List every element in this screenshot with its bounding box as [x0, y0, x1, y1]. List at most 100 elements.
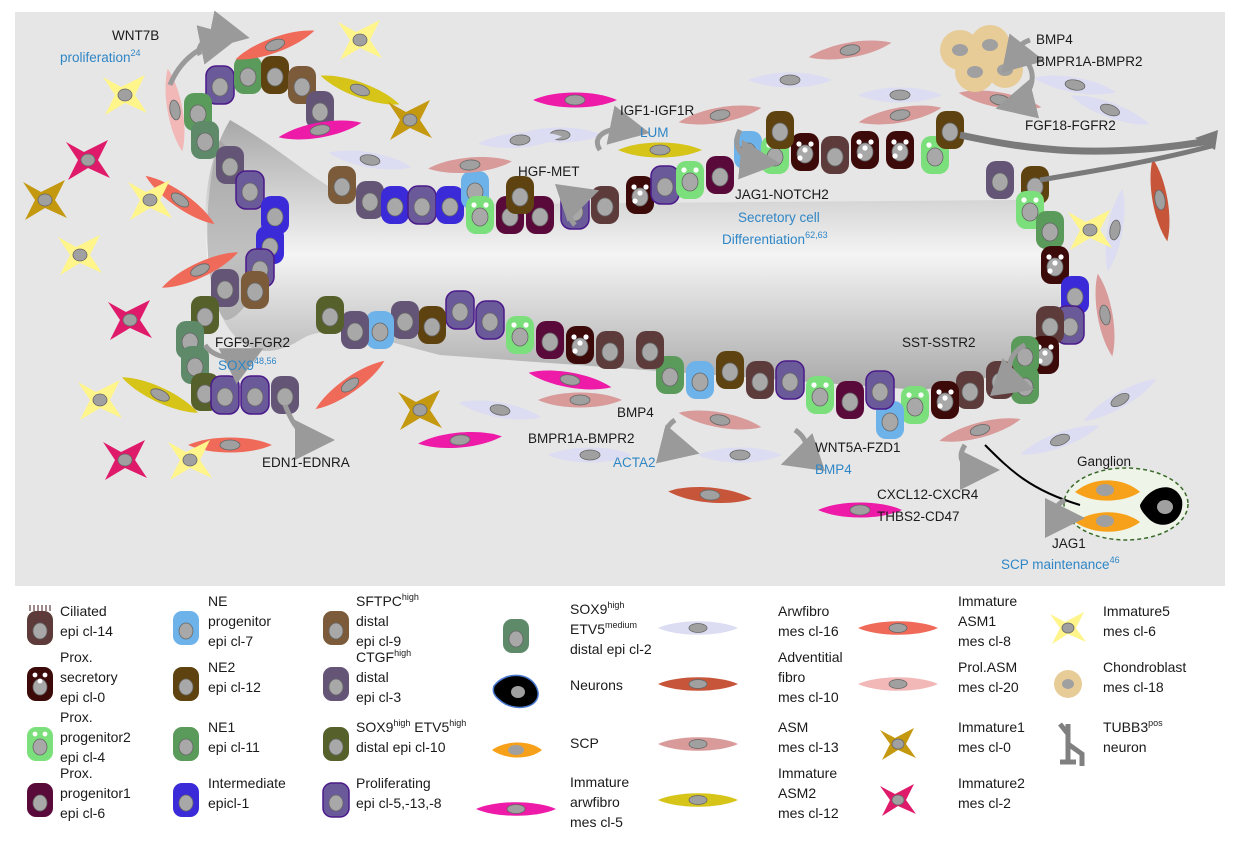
mesenchymal-star-cell [128, 180, 172, 220]
legend-label: Immature [778, 765, 837, 781]
epithelial-cell [436, 186, 464, 224]
mesenchymal-cell [161, 252, 239, 288]
legend-item: SCP [492, 735, 599, 758]
legend-label: Intermediate [208, 775, 286, 791]
epithelial-cell [506, 316, 534, 354]
epithelial-cell [676, 161, 704, 199]
legend-label: mes cl-5 [570, 814, 623, 830]
legend-label: distal epi cl-2 [570, 641, 652, 657]
legend-label: epi cl-3 [356, 689, 401, 705]
legend-label: Chondroblast [1103, 659, 1186, 675]
legend-label: epi cl-0 [60, 689, 105, 705]
epithelial-cell [391, 301, 419, 339]
svg-text:SCP maintenance46: SCP maintenance46 [1001, 555, 1120, 572]
label-igf1: IGF1-IGF1R [620, 103, 695, 118]
legend-label: mes cl-12 [778, 805, 839, 821]
legend-label: Adventitial [778, 649, 843, 665]
label-lum: LUM [640, 125, 669, 140]
label-scp-maintenance: SCP maintenance [1001, 557, 1110, 572]
epithelial-cell [821, 136, 849, 174]
legend-label: CTGFhigh [356, 648, 411, 665]
epithelial-cell [216, 146, 244, 184]
epithelial-cell [566, 326, 594, 364]
label-jag1-notch2: JAG1-NOTCH2 [735, 187, 829, 202]
mesenchymal-cell [278, 120, 362, 140]
mesenchymal-cell [1095, 273, 1115, 357]
interaction-labels: WNT7B proliferation24 IGF1-IGF1R LUM HGF… [60, 28, 1143, 572]
label-fgf9: FGF9-FGR2 [215, 335, 290, 350]
mesenchymal-star-cell [78, 380, 122, 420]
mesenchymal-star-cell [58, 235, 102, 275]
legend-label: mes cl-2 [958, 795, 1011, 811]
legend-label: epi cl-14 [60, 623, 113, 639]
epithelial-cell [328, 166, 356, 204]
mesenchymal-cell [121, 377, 199, 413]
ref-scp: 46 [1110, 555, 1120, 565]
legend-label: epi cl-4 [60, 749, 105, 765]
interaction-arrows [167, 10, 1085, 538]
mesenchymal-cell [235, 30, 315, 60]
legend-label: Prol.ASM [958, 659, 1017, 675]
mesenchymal-cell [1150, 158, 1170, 242]
epithelial-cell [418, 306, 446, 344]
legend-label: epi cl-7 [208, 633, 253, 649]
legend-label: Prox. [60, 765, 93, 781]
mesenchymal-cell [428, 157, 512, 173]
epithelial-cell [211, 269, 239, 307]
legend-icon [1058, 722, 1085, 766]
legend-label: mes cl-20 [958, 679, 1019, 695]
epithelial-cell [184, 93, 212, 131]
label-wnt5a: WNT5A-FZD1 [815, 440, 901, 455]
tubb3-neuron-fibre [959, 130, 1218, 183]
mesenchymal-cell [328, 150, 412, 170]
epithelial-cell [626, 176, 654, 214]
label-bmp4-top: BMP4 [1036, 32, 1073, 47]
legend-label: Ciliated [60, 603, 107, 619]
epithelial-cell [836, 381, 864, 419]
mesenchymal-cell [533, 92, 617, 108]
epithelial-cell [650, 165, 680, 205]
legend-label: fibro [778, 669, 805, 685]
svg-text:SOX948,56: SOX948,56 [218, 356, 277, 373]
legend-label: Immature [570, 774, 629, 790]
mesenchymal-cell [538, 392, 622, 408]
epithelial-cell [366, 311, 394, 349]
label-secretory-1: Secretory cell [738, 210, 820, 225]
epithelial-cell [636, 331, 664, 369]
epithelial-cell [1041, 246, 1069, 284]
legend-label: mes cl-0 [958, 739, 1011, 755]
mesenchymal-cell [1083, 379, 1157, 421]
epithelial-cell [271, 376, 299, 414]
legend-label: epi cl-11 [208, 739, 260, 755]
ref-sox9: 48,56 [254, 356, 277, 366]
mesenchymal-cell [528, 370, 612, 390]
legend-label: Proliferating [356, 775, 431, 791]
epithelial-cell [986, 161, 1014, 199]
legend-item: Immature arwfibro mes cl-5 [476, 774, 629, 830]
epithelial-cell [766, 111, 794, 149]
label-bmp4-blue: BMP4 [815, 462, 852, 477]
label-ganglion: Ganglion [1077, 454, 1131, 469]
epithelial-cell [316, 296, 344, 334]
label-wnt7b: WNT7B [112, 28, 159, 43]
epithelial-cell [746, 361, 774, 399]
mesenchymal-cell [1105, 188, 1125, 272]
epithelial-cell [261, 56, 289, 94]
legend-label: epi cl-6 [60, 805, 105, 821]
label-bmpr-mid: BMPR1A-BMPR2 [528, 431, 635, 446]
legend-label: Prox. [60, 709, 93, 725]
label-fgf18: FGF18-FGFR2 [1025, 118, 1116, 133]
legend-label: arwfibro [570, 794, 620, 810]
legend-label: Immature [958, 593, 1017, 609]
mesenchymal-cell [808, 40, 892, 60]
legend-label: distal epi cl-10 [356, 739, 446, 755]
legend-label: epi cl-12 [208, 679, 261, 695]
